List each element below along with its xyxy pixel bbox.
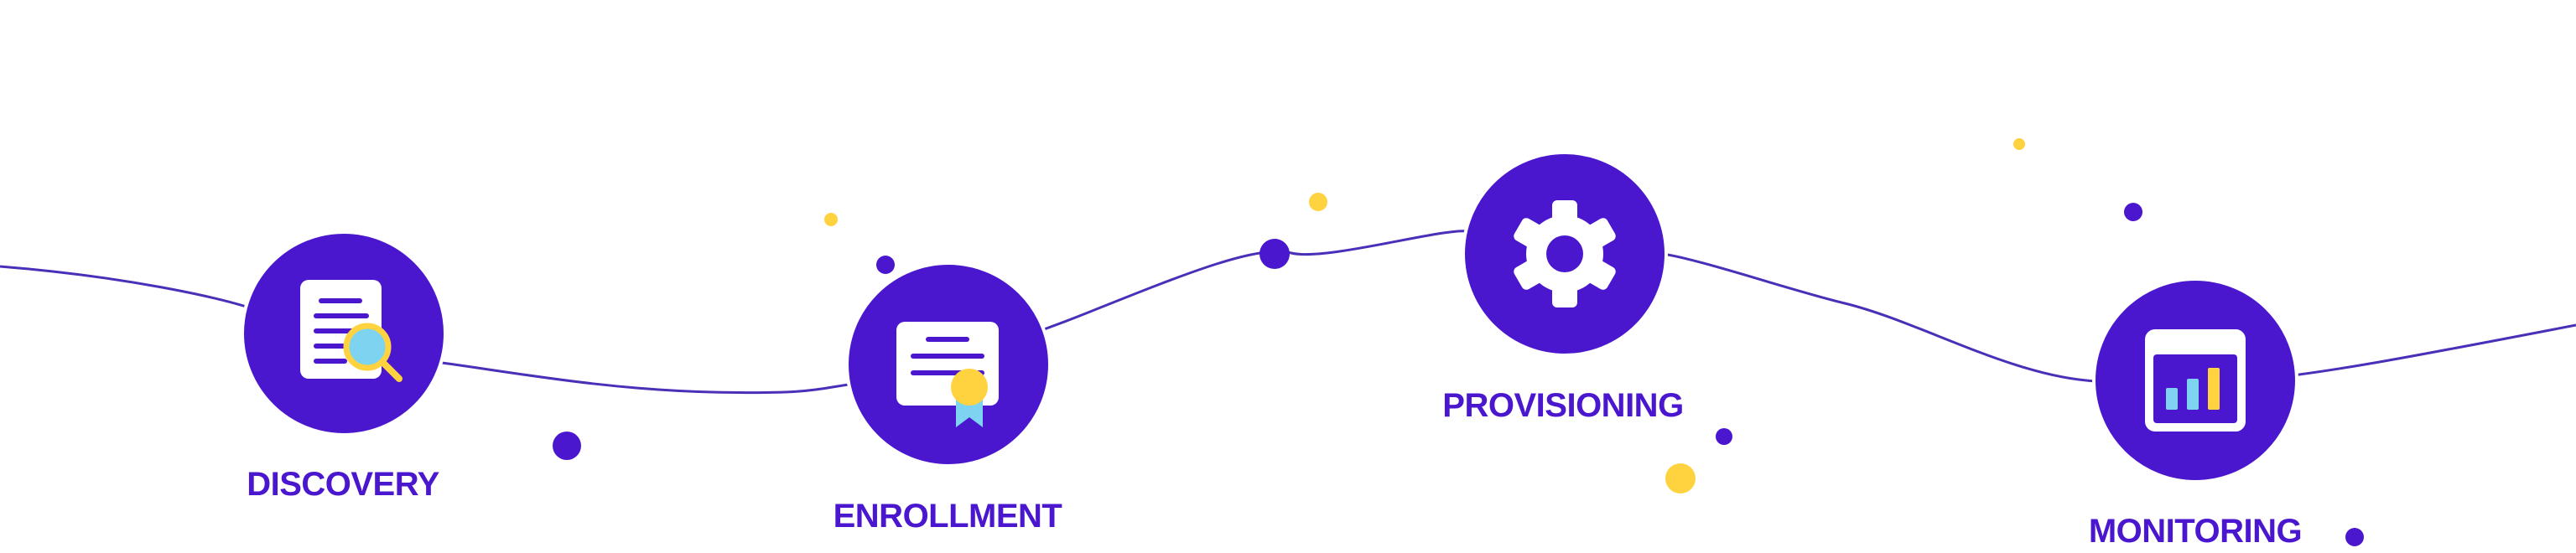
step-label-enrollment: ENROLLMENT bbox=[833, 498, 1062, 535]
decor-dot bbox=[1309, 193, 1327, 211]
certificate-icon bbox=[896, 322, 999, 427]
step-label-monitoring: MONITORING bbox=[2088, 513, 2303, 550]
step-discovery-node bbox=[241, 230, 447, 437]
step-provisioning-node bbox=[1462, 151, 1668, 357]
step-monitoring-node bbox=[2092, 277, 2298, 483]
decor-dot bbox=[553, 432, 581, 460]
step-label-discovery: DISCOVERY bbox=[247, 466, 439, 503]
decor-dot bbox=[1716, 428, 1732, 445]
gear-icon bbox=[1514, 200, 1616, 308]
decor-dot bbox=[2124, 203, 2142, 221]
step-enrollment-node bbox=[845, 261, 1052, 468]
document-search-icon bbox=[300, 280, 402, 382]
bar-chart-dashboard-icon bbox=[2145, 329, 2246, 432]
decor-dot bbox=[2345, 528, 2364, 546]
decor-dot bbox=[2013, 138, 2025, 150]
decor-dot bbox=[876, 256, 895, 274]
decor-dot bbox=[824, 213, 838, 226]
decor-dot bbox=[1665, 463, 1696, 494]
decor-dot bbox=[1259, 239, 1290, 269]
step-label-provisioning: PROVISIONING bbox=[1442, 387, 1684, 424]
